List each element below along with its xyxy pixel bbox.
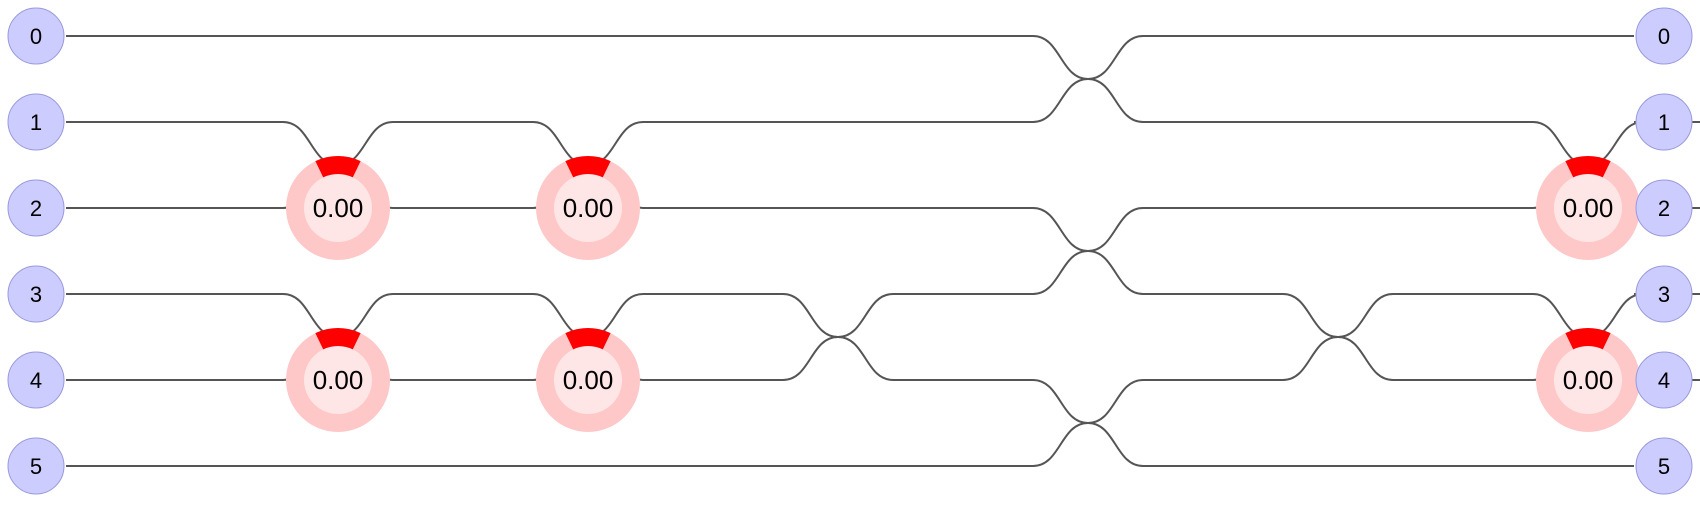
input-port-5[interactable]: 5 xyxy=(7,437,65,495)
waveguide-mode-0 xyxy=(66,35,1634,81)
phase-shifter[interactable]: 0.00 xyxy=(286,156,390,260)
input-port-2[interactable]: 2 xyxy=(7,179,65,237)
phase-shifter-core xyxy=(304,346,372,414)
output-port-2[interactable]: 2 xyxy=(1635,179,1693,237)
phase-shifter-value: 0.00 xyxy=(1563,193,1614,223)
phase-shifter[interactable]: 0.00 xyxy=(1536,328,1640,432)
port-label: 2 xyxy=(30,196,42,221)
output-port-0[interactable]: 0 xyxy=(1635,7,1693,65)
output-port-3[interactable]: 3 xyxy=(1635,265,1693,323)
phase-shifter-value: 0.00 xyxy=(1563,365,1614,395)
port-circle xyxy=(7,93,65,151)
phase-shifter[interactable]: 0.00 xyxy=(286,328,390,432)
port-label: 0 xyxy=(1658,24,1670,49)
port-circle xyxy=(7,179,65,237)
port-label: 3 xyxy=(30,282,42,307)
phase-shifter-core xyxy=(554,346,622,414)
port-circle xyxy=(1635,265,1693,323)
port-circle xyxy=(1635,93,1693,151)
waveguide-mode-5 xyxy=(66,421,1634,467)
phase-indicator-arc xyxy=(315,328,361,350)
port-label: 2 xyxy=(1658,196,1670,221)
phase-shifter-value: 0.00 xyxy=(313,365,364,395)
input-port-0[interactable]: 0 xyxy=(7,7,65,65)
phase-shifter-core xyxy=(1554,346,1622,414)
ports: 0 1 2 3 4 5 0 1 2 3 4 5 xyxy=(7,7,1693,495)
waveguide-mode-3 xyxy=(66,249,1700,339)
waveguide-mode-1 xyxy=(66,77,1700,167)
phase-shifter-value: 0.00 xyxy=(563,193,614,223)
port-circle xyxy=(1635,7,1693,65)
port-label: 5 xyxy=(1658,454,1670,479)
output-port-5[interactable]: 5 xyxy=(1635,437,1693,495)
phase-shifter[interactable]: 0.00 xyxy=(1536,156,1640,260)
phase-shifter-core xyxy=(1554,174,1622,242)
port-circle xyxy=(7,351,65,409)
port-label: 5 xyxy=(30,454,42,479)
port-label: 4 xyxy=(1658,368,1670,393)
output-port-1[interactable]: 1 xyxy=(1635,93,1693,151)
phase-indicator-arc xyxy=(315,156,361,178)
port-circle xyxy=(7,437,65,495)
port-label: 1 xyxy=(30,110,42,135)
phase-indicator-arc xyxy=(565,328,611,350)
phase-shifter[interactable]: 0.00 xyxy=(536,328,640,432)
output-port-4[interactable]: 4 xyxy=(1635,351,1693,409)
phase-indicator-arc xyxy=(1565,328,1611,350)
phase-shifter-value: 0.00 xyxy=(313,193,364,223)
phase-shifter-value: 0.00 xyxy=(563,365,614,395)
input-port-3[interactable]: 3 xyxy=(7,265,65,323)
phase-shifter[interactable]: 0.00 xyxy=(536,156,640,260)
input-port-1[interactable]: 1 xyxy=(7,93,65,151)
port-label: 4 xyxy=(30,368,42,393)
port-circle xyxy=(7,7,65,65)
port-circle xyxy=(7,265,65,323)
port-label: 3 xyxy=(1658,282,1670,307)
input-port-4[interactable]: 4 xyxy=(7,351,65,409)
phase-indicator-arc xyxy=(565,156,611,178)
phase-shifters: 0.000.000.000.000.000.000.000.00 xyxy=(286,156,1640,432)
port-label: 0 xyxy=(30,24,42,49)
phase-shifter-core xyxy=(554,174,622,242)
port-circle xyxy=(1635,179,1693,237)
phase-shifter-core xyxy=(304,174,372,242)
port-circle xyxy=(1635,351,1693,409)
port-circle xyxy=(1635,437,1693,495)
phase-indicator-arc xyxy=(1565,156,1611,178)
port-label: 1 xyxy=(1658,110,1670,135)
